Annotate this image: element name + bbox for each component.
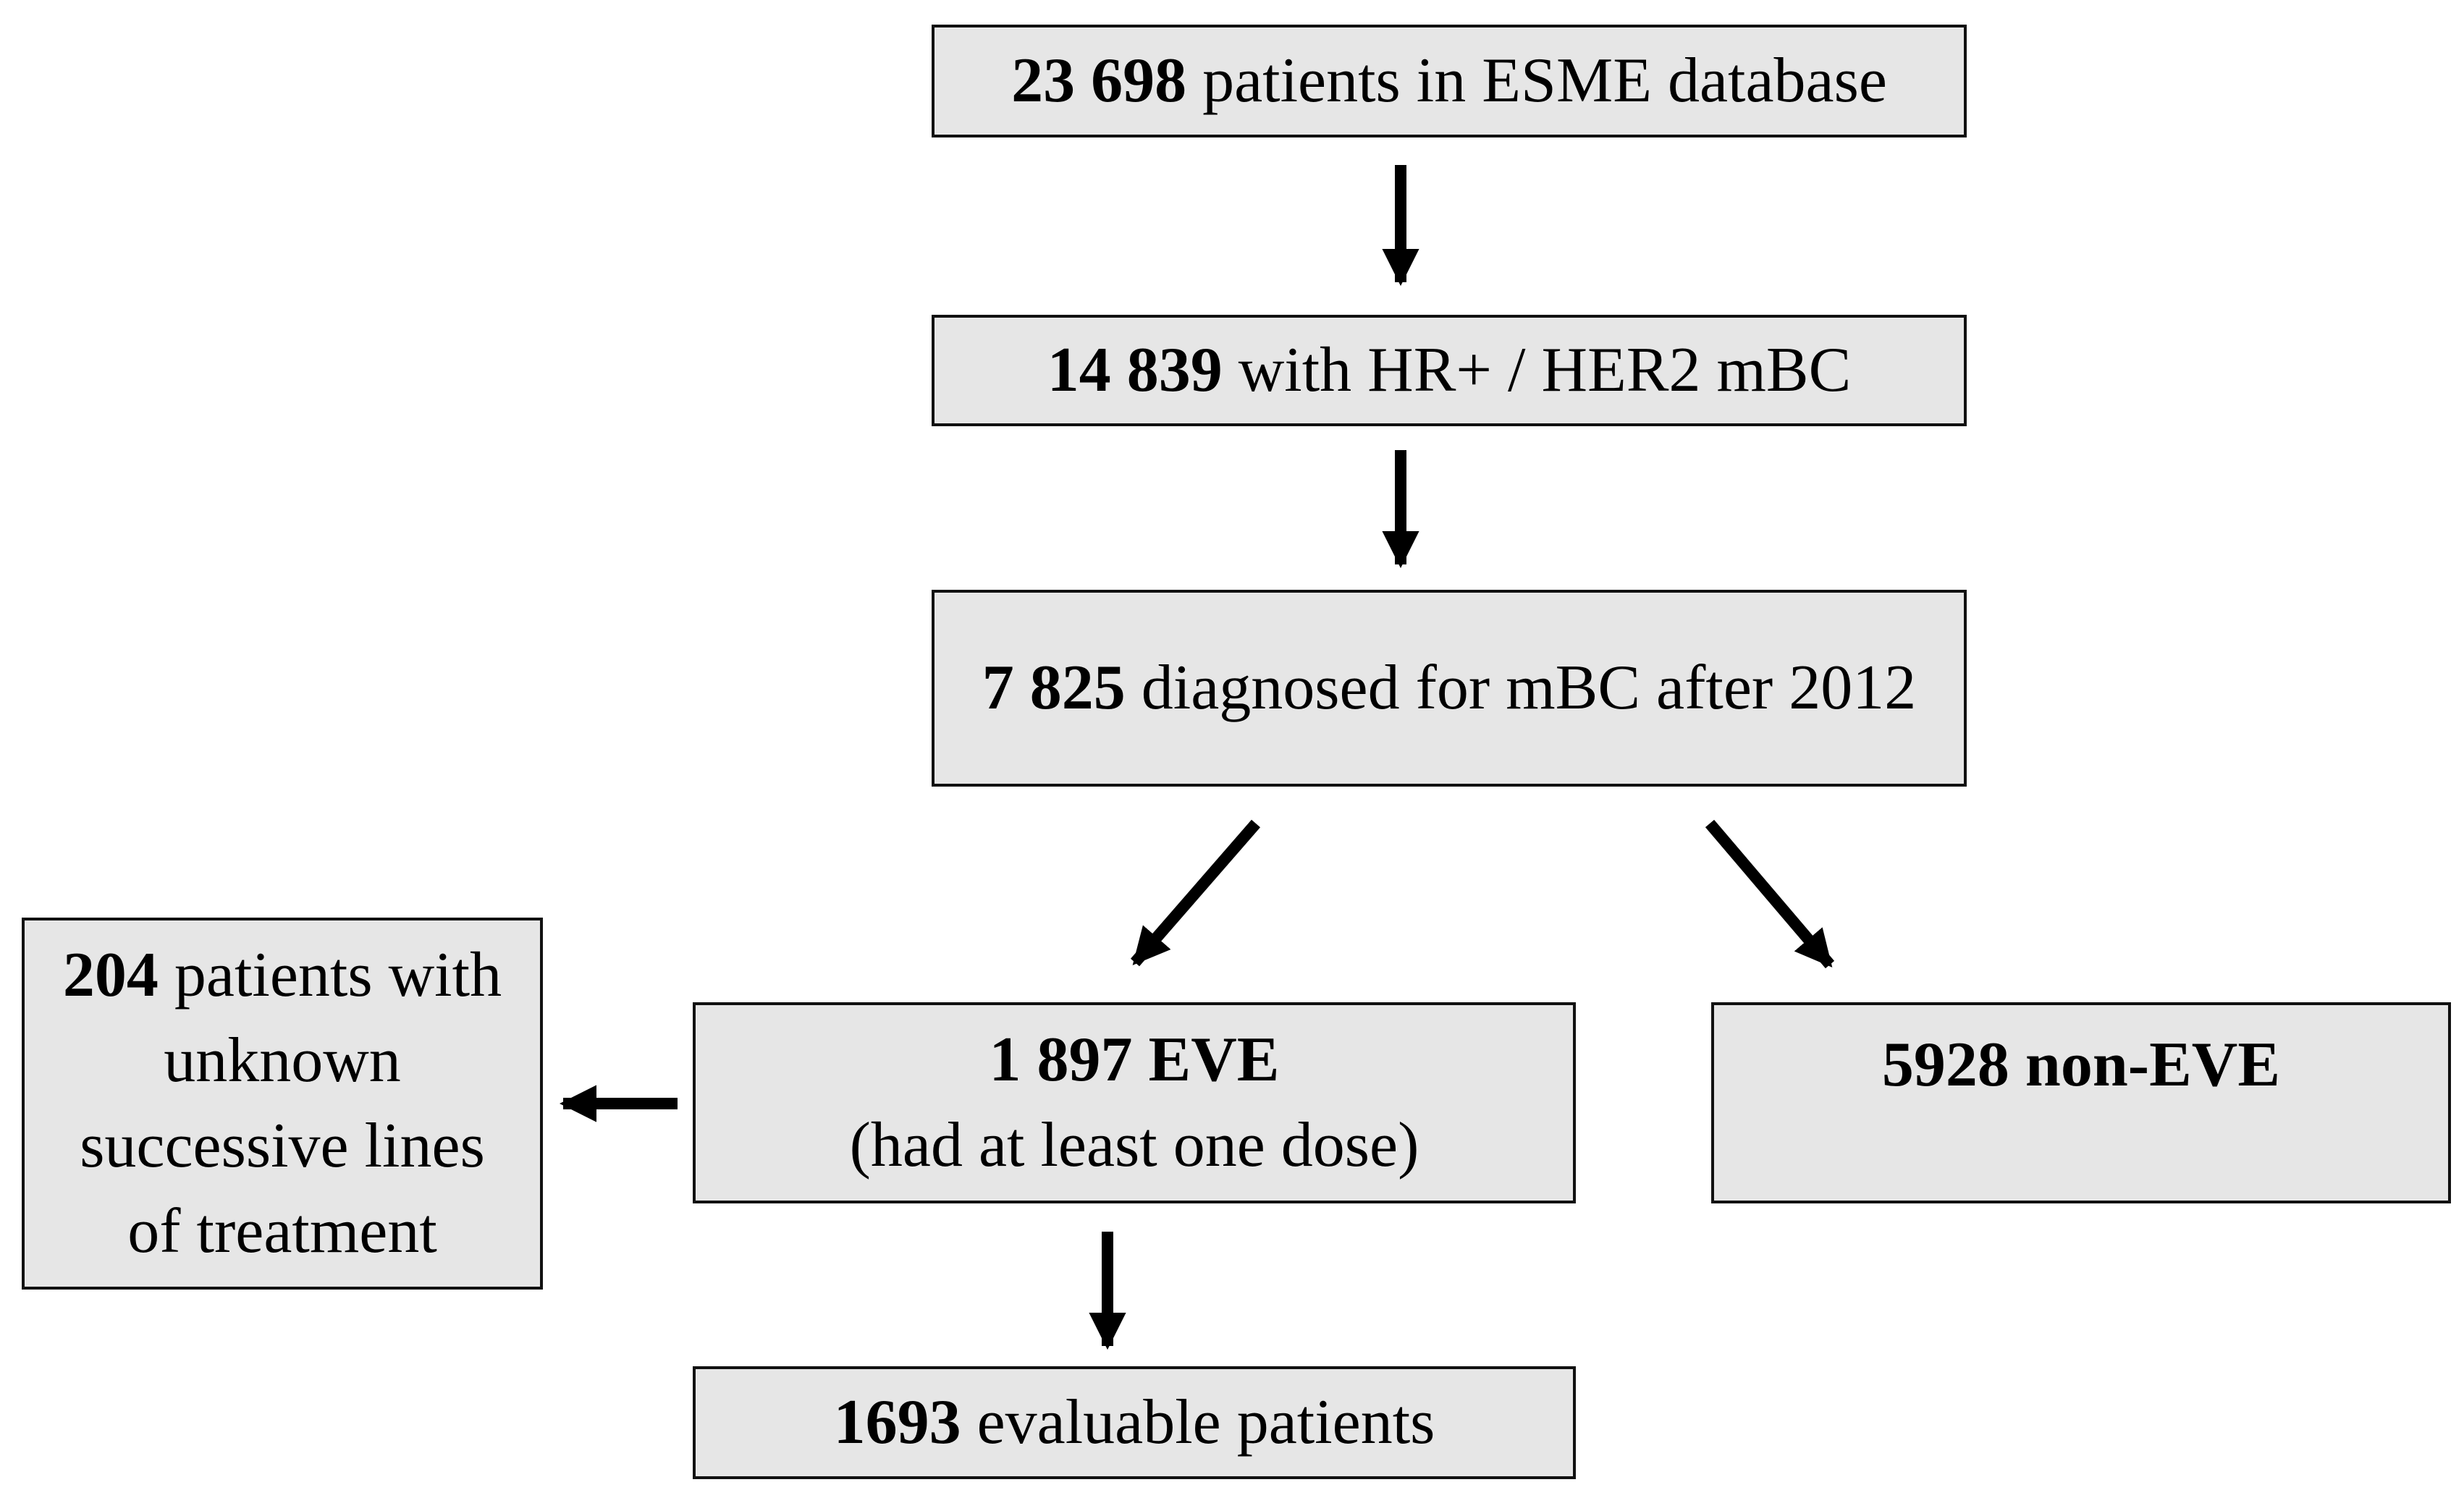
database-count: 23 698 [1011, 46, 1187, 116]
hr-her2-label: with HR+ / HER2 mBC [1222, 335, 1852, 405]
box-evaluable: 1693 evaluable patients [693, 1366, 1576, 1479]
unknown-count: 204 [62, 940, 159, 1010]
diagnosed-count: 7 825 [982, 653, 1126, 723]
box-non-eve: 5928 non-EVE [1711, 1002, 2451, 1203]
non-eve-label: 5928 non-EVE [1881, 1030, 2281, 1100]
arrow-diagnosed-to-eve [1130, 819, 1261, 967]
hr-her2-count: 14 839 [1047, 335, 1223, 405]
diagnosed-label: diagnosed for mBC after 2012 [1125, 653, 1917, 723]
eve-count-label: 1 897 EVE [989, 1025, 1280, 1095]
evaluable-label: evaluable patients [961, 1387, 1435, 1457]
box-diagnosed: 7 825 diagnosed for mBC after 2012 [932, 590, 1967, 787]
box-unknown-lines: 204 patients with unknown successive lin… [22, 918, 543, 1290]
database-label: patients in ESME database [1186, 46, 1887, 116]
box-database: 23 698 patients in ESME database [932, 25, 1967, 137]
box-hr-her2: 14 839 with HR+ / HER2 mBC [932, 315, 1967, 426]
arrow-diagnosed-to-non-eve [1705, 819, 1835, 969]
box-eve: 1 897 EVE (had at least one dose) [693, 1002, 1576, 1203]
unknown-label: patients with unknown successive lines o… [80, 940, 502, 1266]
evaluable-count: 1693 [833, 1387, 961, 1457]
eve-description: (had at least one dose) [849, 1110, 1419, 1180]
